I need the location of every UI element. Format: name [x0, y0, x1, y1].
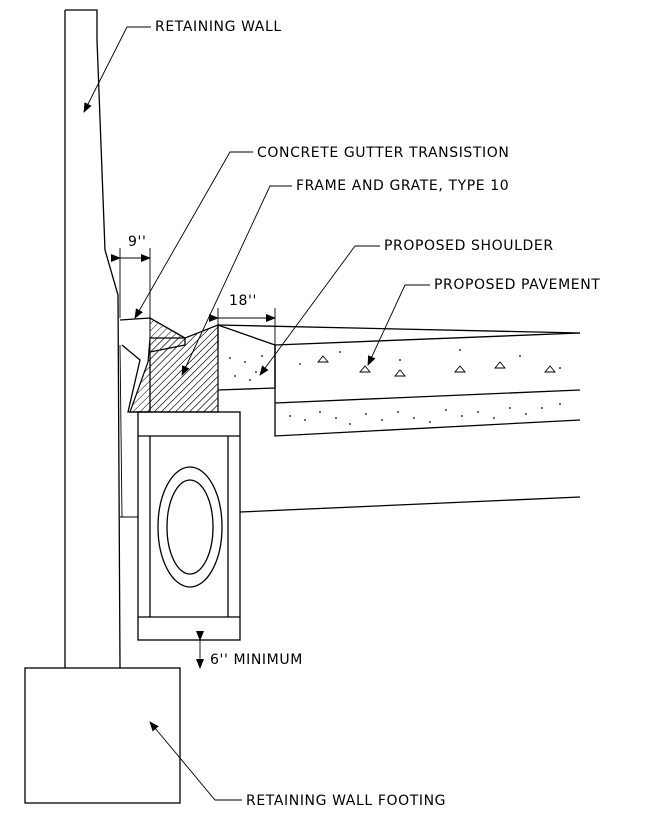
- pavement-stipple: [229, 349, 561, 425]
- pavement-aggregate: [317, 355, 556, 377]
- label-proposed-shoulder: PROPOSED SHOULDER: [384, 238, 554, 254]
- inlet-box: [137, 411, 241, 641]
- dim-text-9in: 9'': [128, 234, 146, 250]
- label-frame-grate: FRAME AND GRATE, TYPE 10: [296, 178, 509, 194]
- pipe-line: [239, 496, 581, 513]
- proposed-shoulder: [217, 324, 276, 391]
- dim-text-6in-minimum: 6'' MINIMUM: [210, 652, 303, 668]
- dim-18in: [209, 308, 276, 345]
- label-retaining-wall-footing: RETAINING WALL FOOTING: [246, 793, 446, 809]
- leader-lines: [83, 26, 430, 801]
- wall-gutter-edge: [119, 344, 123, 518]
- label-concrete-gutter: CONCRETE GUTTER TRANSISTION: [257, 145, 509, 161]
- frame-and-grate: [129, 324, 219, 413]
- dim-9in: [111, 248, 151, 318]
- retaining-wall: [64, 9, 121, 669]
- pavement-top: [217, 324, 581, 334]
- retaining-wall-footing: [24, 667, 181, 804]
- label-proposed-pavement: PROPOSED PAVEMENT: [434, 277, 600, 293]
- proposed-pavement: [274, 332, 581, 437]
- label-retaining-wall: RETAINING WALL: [155, 19, 282, 35]
- dim-text-18in: 18'': [229, 293, 257, 309]
